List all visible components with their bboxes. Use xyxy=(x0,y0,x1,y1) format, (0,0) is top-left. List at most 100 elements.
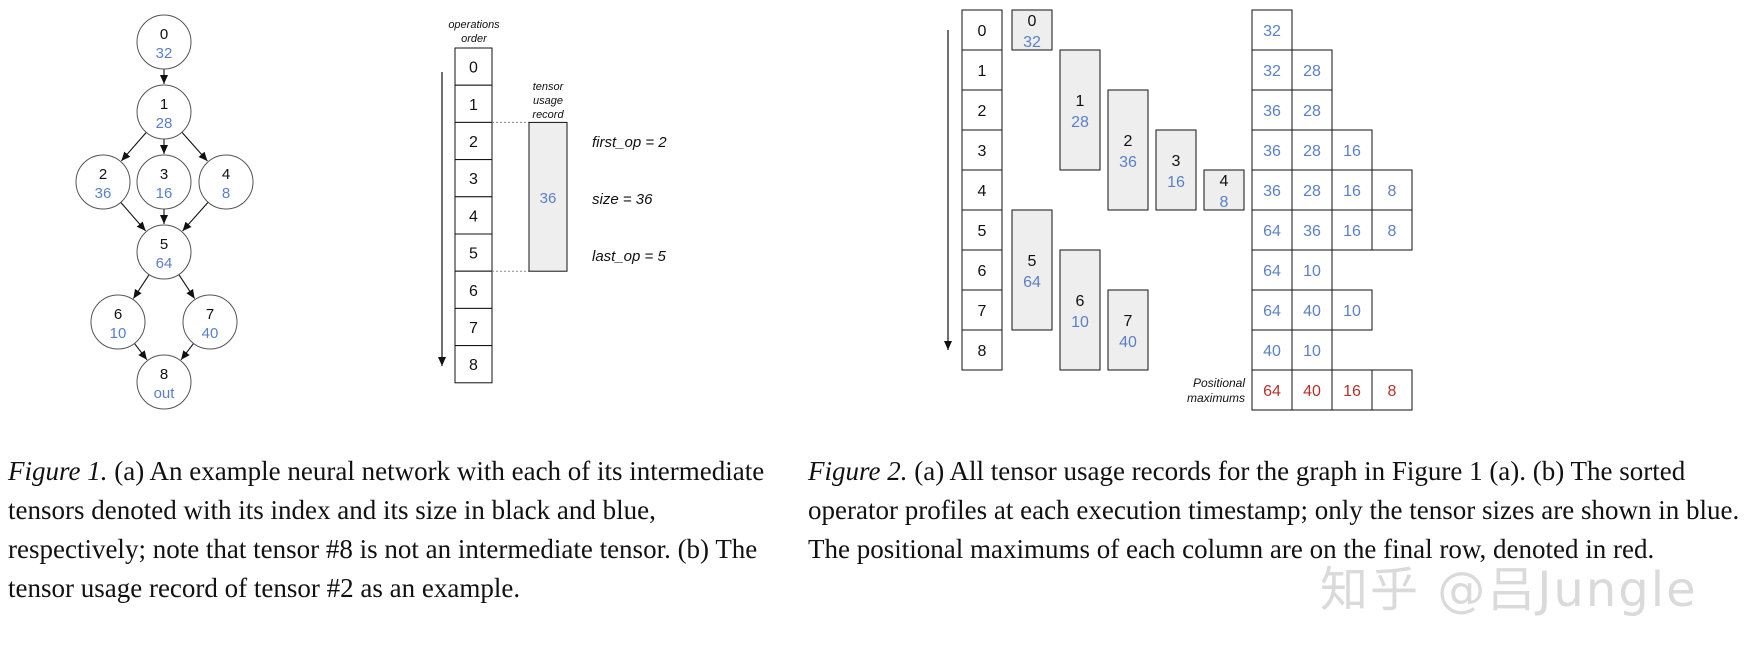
tensor-node-index: 8 xyxy=(160,366,168,383)
operation-cell xyxy=(454,84,493,123)
profile-cell xyxy=(1251,329,1293,371)
profile-value: 16 xyxy=(1343,183,1361,200)
profile-value: 28 xyxy=(1303,63,1321,80)
tensor-node-size: 16 xyxy=(156,185,173,202)
operation-index: 4 xyxy=(469,208,478,225)
operation-cell xyxy=(454,196,493,235)
record-size: 40 xyxy=(1119,334,1137,351)
record-size: 36 xyxy=(1119,154,1137,171)
tensor-usage-record xyxy=(1011,209,1053,331)
profile-cell xyxy=(1331,209,1373,251)
tensor-node xyxy=(136,224,192,280)
record-header-line3: record xyxy=(532,109,564,121)
operation-index: 2 xyxy=(469,134,478,151)
graph-edge xyxy=(133,343,148,361)
operation-index: 7 xyxy=(978,303,987,320)
tensor-node-index: 0 xyxy=(160,26,168,43)
figure-1-label: Figure 1. xyxy=(8,456,108,486)
profile-cell xyxy=(1331,129,1373,171)
operation-cell xyxy=(961,329,1003,371)
operation-cell xyxy=(454,307,493,347)
profile-cell xyxy=(1251,49,1293,91)
first-op-annotation: first_op = 2 xyxy=(592,134,667,151)
profile-value: 32 xyxy=(1263,63,1281,80)
tensor-node-index: 6 xyxy=(114,306,122,323)
tensor-node xyxy=(136,154,192,210)
profile-value: 36 xyxy=(1263,143,1281,160)
figure-2-caption: Figure 2. (a) All tensor usage records f… xyxy=(808,452,1753,569)
operation-cell xyxy=(454,159,493,198)
record-size: 36 xyxy=(540,190,557,207)
operation-index: 1 xyxy=(469,97,478,114)
operation-index: 3 xyxy=(978,143,987,160)
ops-header-line1: operations xyxy=(448,19,500,31)
profile-cell xyxy=(1291,49,1333,91)
profile-value: 36 xyxy=(1303,223,1321,240)
tensor-node-size: 36 xyxy=(95,185,112,202)
last-op-annotation: last_op = 5 xyxy=(592,248,666,265)
profile-cell xyxy=(1291,169,1333,211)
tensor-node-size: out xyxy=(154,385,176,402)
tensor-node-index: 1 xyxy=(160,96,168,113)
operation-index: 7 xyxy=(469,320,478,337)
operation-index: 5 xyxy=(978,223,987,240)
operation-cell xyxy=(454,233,493,272)
profile-value: 40 xyxy=(1263,343,1281,360)
operation-cell xyxy=(961,129,1003,171)
maximum-value: 16 xyxy=(1343,383,1361,400)
tensor-usage-record xyxy=(1059,49,1101,171)
tensor-usage-record xyxy=(1155,129,1197,211)
profile-cell xyxy=(1251,129,1293,171)
profile-cell xyxy=(1291,129,1333,171)
operation-index: 6 xyxy=(978,263,987,280)
tensor-node-size: 10 xyxy=(110,325,127,342)
profile-cell xyxy=(1291,249,1333,291)
profile-value: 10 xyxy=(1303,263,1321,280)
profile-value: 28 xyxy=(1303,103,1321,120)
graph-edge xyxy=(182,201,209,232)
operation-index: 3 xyxy=(469,171,478,188)
operation-cell xyxy=(961,49,1003,91)
profile-cell xyxy=(1371,209,1413,251)
operation-cell xyxy=(454,270,493,309)
record-index: 1 xyxy=(1076,93,1085,110)
figure-2-label: Figure 2. xyxy=(808,456,908,486)
profile-value: 36 xyxy=(1263,103,1281,120)
profile-value: 8 xyxy=(1388,223,1397,240)
record-size: 32 xyxy=(1023,34,1041,51)
maximums-label-line2: maximums xyxy=(1187,391,1245,405)
graph-edge xyxy=(120,131,147,162)
graph-edge xyxy=(181,131,208,162)
operation-cell xyxy=(961,289,1003,331)
profile-value: 10 xyxy=(1343,303,1361,320)
tensor-node xyxy=(136,14,192,70)
maximum-value: 40 xyxy=(1303,383,1321,400)
fig1-operations-order: operationsorder012345678tensorusagerecor… xyxy=(438,19,667,384)
record-size: 8 xyxy=(1220,194,1229,211)
tensor-node-index: 5 xyxy=(160,236,168,253)
profile-cell xyxy=(1291,209,1333,251)
record-header-line2: usage xyxy=(533,95,563,107)
operation-index: 8 xyxy=(978,343,987,360)
operation-cell xyxy=(961,9,1003,51)
maximum-cell xyxy=(1331,369,1373,411)
tensor-usage-record xyxy=(1203,169,1245,211)
record-size: 28 xyxy=(1071,114,1089,131)
profile-value: 8 xyxy=(1388,183,1397,200)
maximum-cell xyxy=(1251,369,1293,411)
operation-cell xyxy=(454,47,493,86)
record-index: 2 xyxy=(1124,133,1133,150)
graph-edge xyxy=(180,343,195,361)
size-annotation: size = 36 xyxy=(592,191,653,208)
profile-cell xyxy=(1291,89,1333,131)
tensor-node-index: 4 xyxy=(222,166,230,183)
profile-value: 64 xyxy=(1263,223,1281,240)
profile-value: 28 xyxy=(1303,143,1321,160)
operation-index: 0 xyxy=(469,60,478,77)
graph-edge xyxy=(132,274,150,299)
operation-index: 0 xyxy=(978,23,987,40)
tensor-node xyxy=(75,154,131,210)
profile-value: 40 xyxy=(1303,303,1321,320)
figure-1-text: (a) An example neural network with each … xyxy=(8,456,765,603)
